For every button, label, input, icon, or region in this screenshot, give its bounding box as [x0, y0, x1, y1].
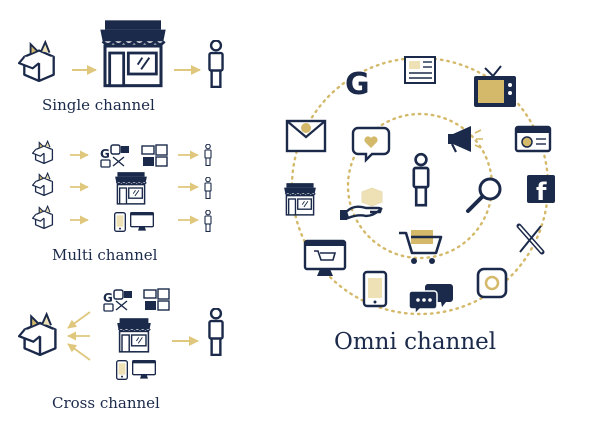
monitor-cart-icon	[303, 239, 347, 276]
person-icon	[412, 152, 430, 207]
hand-package-icon	[340, 187, 383, 220]
newspaper-icon	[404, 56, 436, 84]
facebook-icon	[121, 146, 129, 153]
google-icon: G	[100, 147, 110, 161]
phone-icon	[362, 270, 388, 308]
tv-icon	[143, 157, 154, 166]
store-icon	[114, 171, 148, 205]
single-channel-label: Single channel	[42, 96, 155, 114]
x-logo-icon	[112, 156, 125, 167]
chat-icon	[100, 159, 111, 168]
person-icon	[208, 40, 224, 88]
media-cluster	[141, 144, 168, 167]
mail-icon	[155, 156, 168, 167]
chat-icon	[103, 303, 114, 312]
google-icon: G	[103, 291, 113, 305]
monitor-icon	[130, 212, 154, 232]
chat-bubbles-icon	[408, 284, 453, 316]
facebook-icon	[124, 291, 132, 298]
person-icon	[208, 308, 224, 356]
magnifier-icon	[466, 177, 502, 213]
person-icon	[204, 177, 212, 199]
gift-box-icon	[32, 172, 54, 196]
instagram-icon	[476, 267, 508, 299]
monitor-icon	[132, 360, 156, 380]
tv-icon	[145, 301, 156, 310]
flow-arrow	[67, 311, 91, 329]
cross-channel-label: Cross channel	[52, 394, 160, 412]
person-icon	[204, 210, 212, 232]
gift-box-icon	[32, 140, 54, 164]
gift-box-icon	[32, 205, 54, 229]
social-media-cluster: G	[100, 144, 129, 168]
phone-icon	[115, 360, 129, 380]
facebook-letter: f	[536, 178, 547, 206]
facebook-icon: f	[527, 175, 555, 206]
store-icon	[283, 182, 317, 216]
mail-icon	[157, 300, 170, 311]
x-logo-icon	[516, 223, 545, 255]
google-icon: G	[345, 67, 370, 102]
gift-box-icon	[18, 40, 55, 82]
mail-icon	[285, 119, 327, 153]
newspaper-icon	[155, 144, 168, 156]
radio-icon	[141, 145, 155, 155]
cross-channel-section: G	[18, 288, 224, 380]
multi-channel-section: G	[32, 140, 212, 232]
radio-icon	[514, 125, 552, 153]
instagram-icon	[113, 289, 124, 300]
instagram-icon	[110, 144, 121, 155]
speech-heart-icon	[351, 126, 391, 163]
store-icon	[116, 317, 152, 353]
omni-channel-section: G f	[283, 56, 555, 316]
x-logo-icon	[115, 300, 128, 311]
gift-box-icon	[18, 312, 57, 356]
phone-icon	[113, 212, 127, 232]
media-cluster	[143, 288, 170, 311]
multi-channel-label: Multi channel	[52, 246, 158, 264]
tv-icon	[474, 65, 516, 107]
person-icon	[204, 144, 212, 166]
flow-arrow	[67, 343, 91, 361]
social-media-cluster: G	[103, 289, 132, 312]
radio-icon	[143, 289, 157, 299]
omni-channel-label: Omni channel	[334, 329, 497, 355]
single-channel-section	[18, 18, 224, 88]
newspaper-icon	[157, 288, 170, 300]
store-icon	[98, 18, 168, 88]
megaphone-icon	[448, 126, 483, 153]
shopping-cart-icon	[399, 230, 443, 264]
